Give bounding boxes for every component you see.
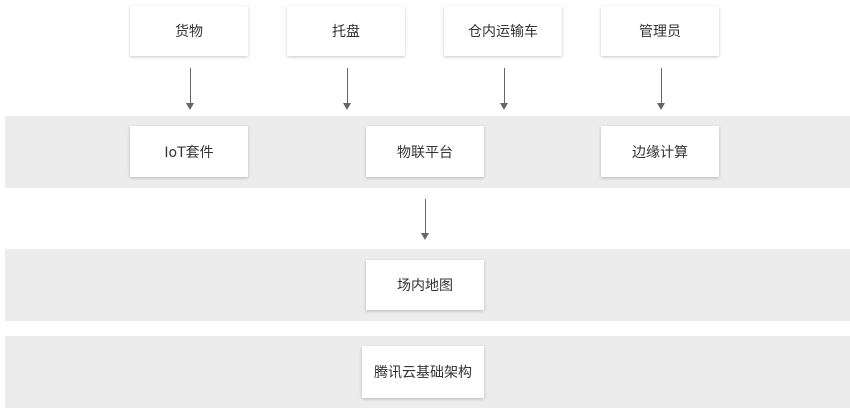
node-iot-platform: 物联平台	[366, 126, 484, 177]
node-tencent-cloud-infrastructure: 腾讯云基础架构	[362, 346, 484, 398]
arrow-pallet	[343, 68, 351, 110]
node-edge-computing: 边缘计算	[601, 126, 719, 177]
arrow-goods	[186, 68, 194, 110]
node-warehouse-vehicle: 仓内运输车	[444, 6, 562, 56]
node-administrator: 管理员	[601, 6, 719, 56]
node-pallet: 托盘	[287, 6, 405, 56]
node-goods: 货物	[130, 6, 248, 56]
node-site-map: 场内地图	[366, 260, 484, 310]
arrow-vehicle	[500, 68, 508, 110]
arrow-platform-to-map	[421, 199, 429, 240]
arrow-administrator	[657, 68, 665, 110]
node-iot-suite: IoT套件	[130, 126, 248, 177]
